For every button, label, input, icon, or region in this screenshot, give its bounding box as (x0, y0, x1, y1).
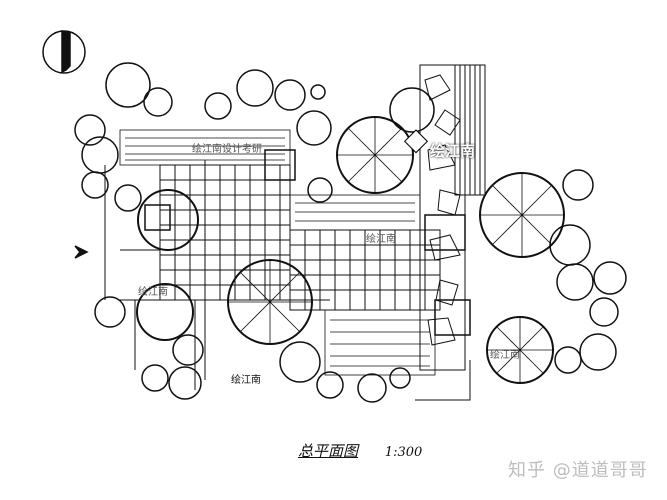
pavilion (434, 299, 471, 336)
entrance-arrow-icon (74, 245, 89, 259)
trees (74, 62, 627, 403)
plan-label: 绘江南 (490, 350, 520, 361)
footer-watermark: 知乎 @道道哥哥 (508, 460, 648, 481)
pavilion (264, 149, 296, 181)
drawing-title: 总平面图 (298, 442, 359, 460)
paved-grid-plaza (159, 164, 441, 311)
overlay-watermark: 绘江南 (430, 142, 476, 160)
plan-label: 绘江南设计考研 (192, 144, 262, 155)
site-boundary (104, 160, 471, 401)
stone-path (419, 64, 486, 371)
drawing-scale: 1:300 (384, 445, 423, 460)
pavilion (424, 214, 466, 251)
plan-label: 绘江南 (231, 375, 261, 386)
north-arrow-icon (42, 30, 86, 74)
plan-label: 绘江南 (366, 234, 396, 245)
plan-label: 绘江南 (138, 287, 168, 298)
diamond-logo-icon (403, 129, 429, 154)
water-feature (119, 129, 436, 376)
drawing-title-block: 总平面图 1:300 (298, 440, 422, 461)
pavilion (144, 204, 171, 231)
